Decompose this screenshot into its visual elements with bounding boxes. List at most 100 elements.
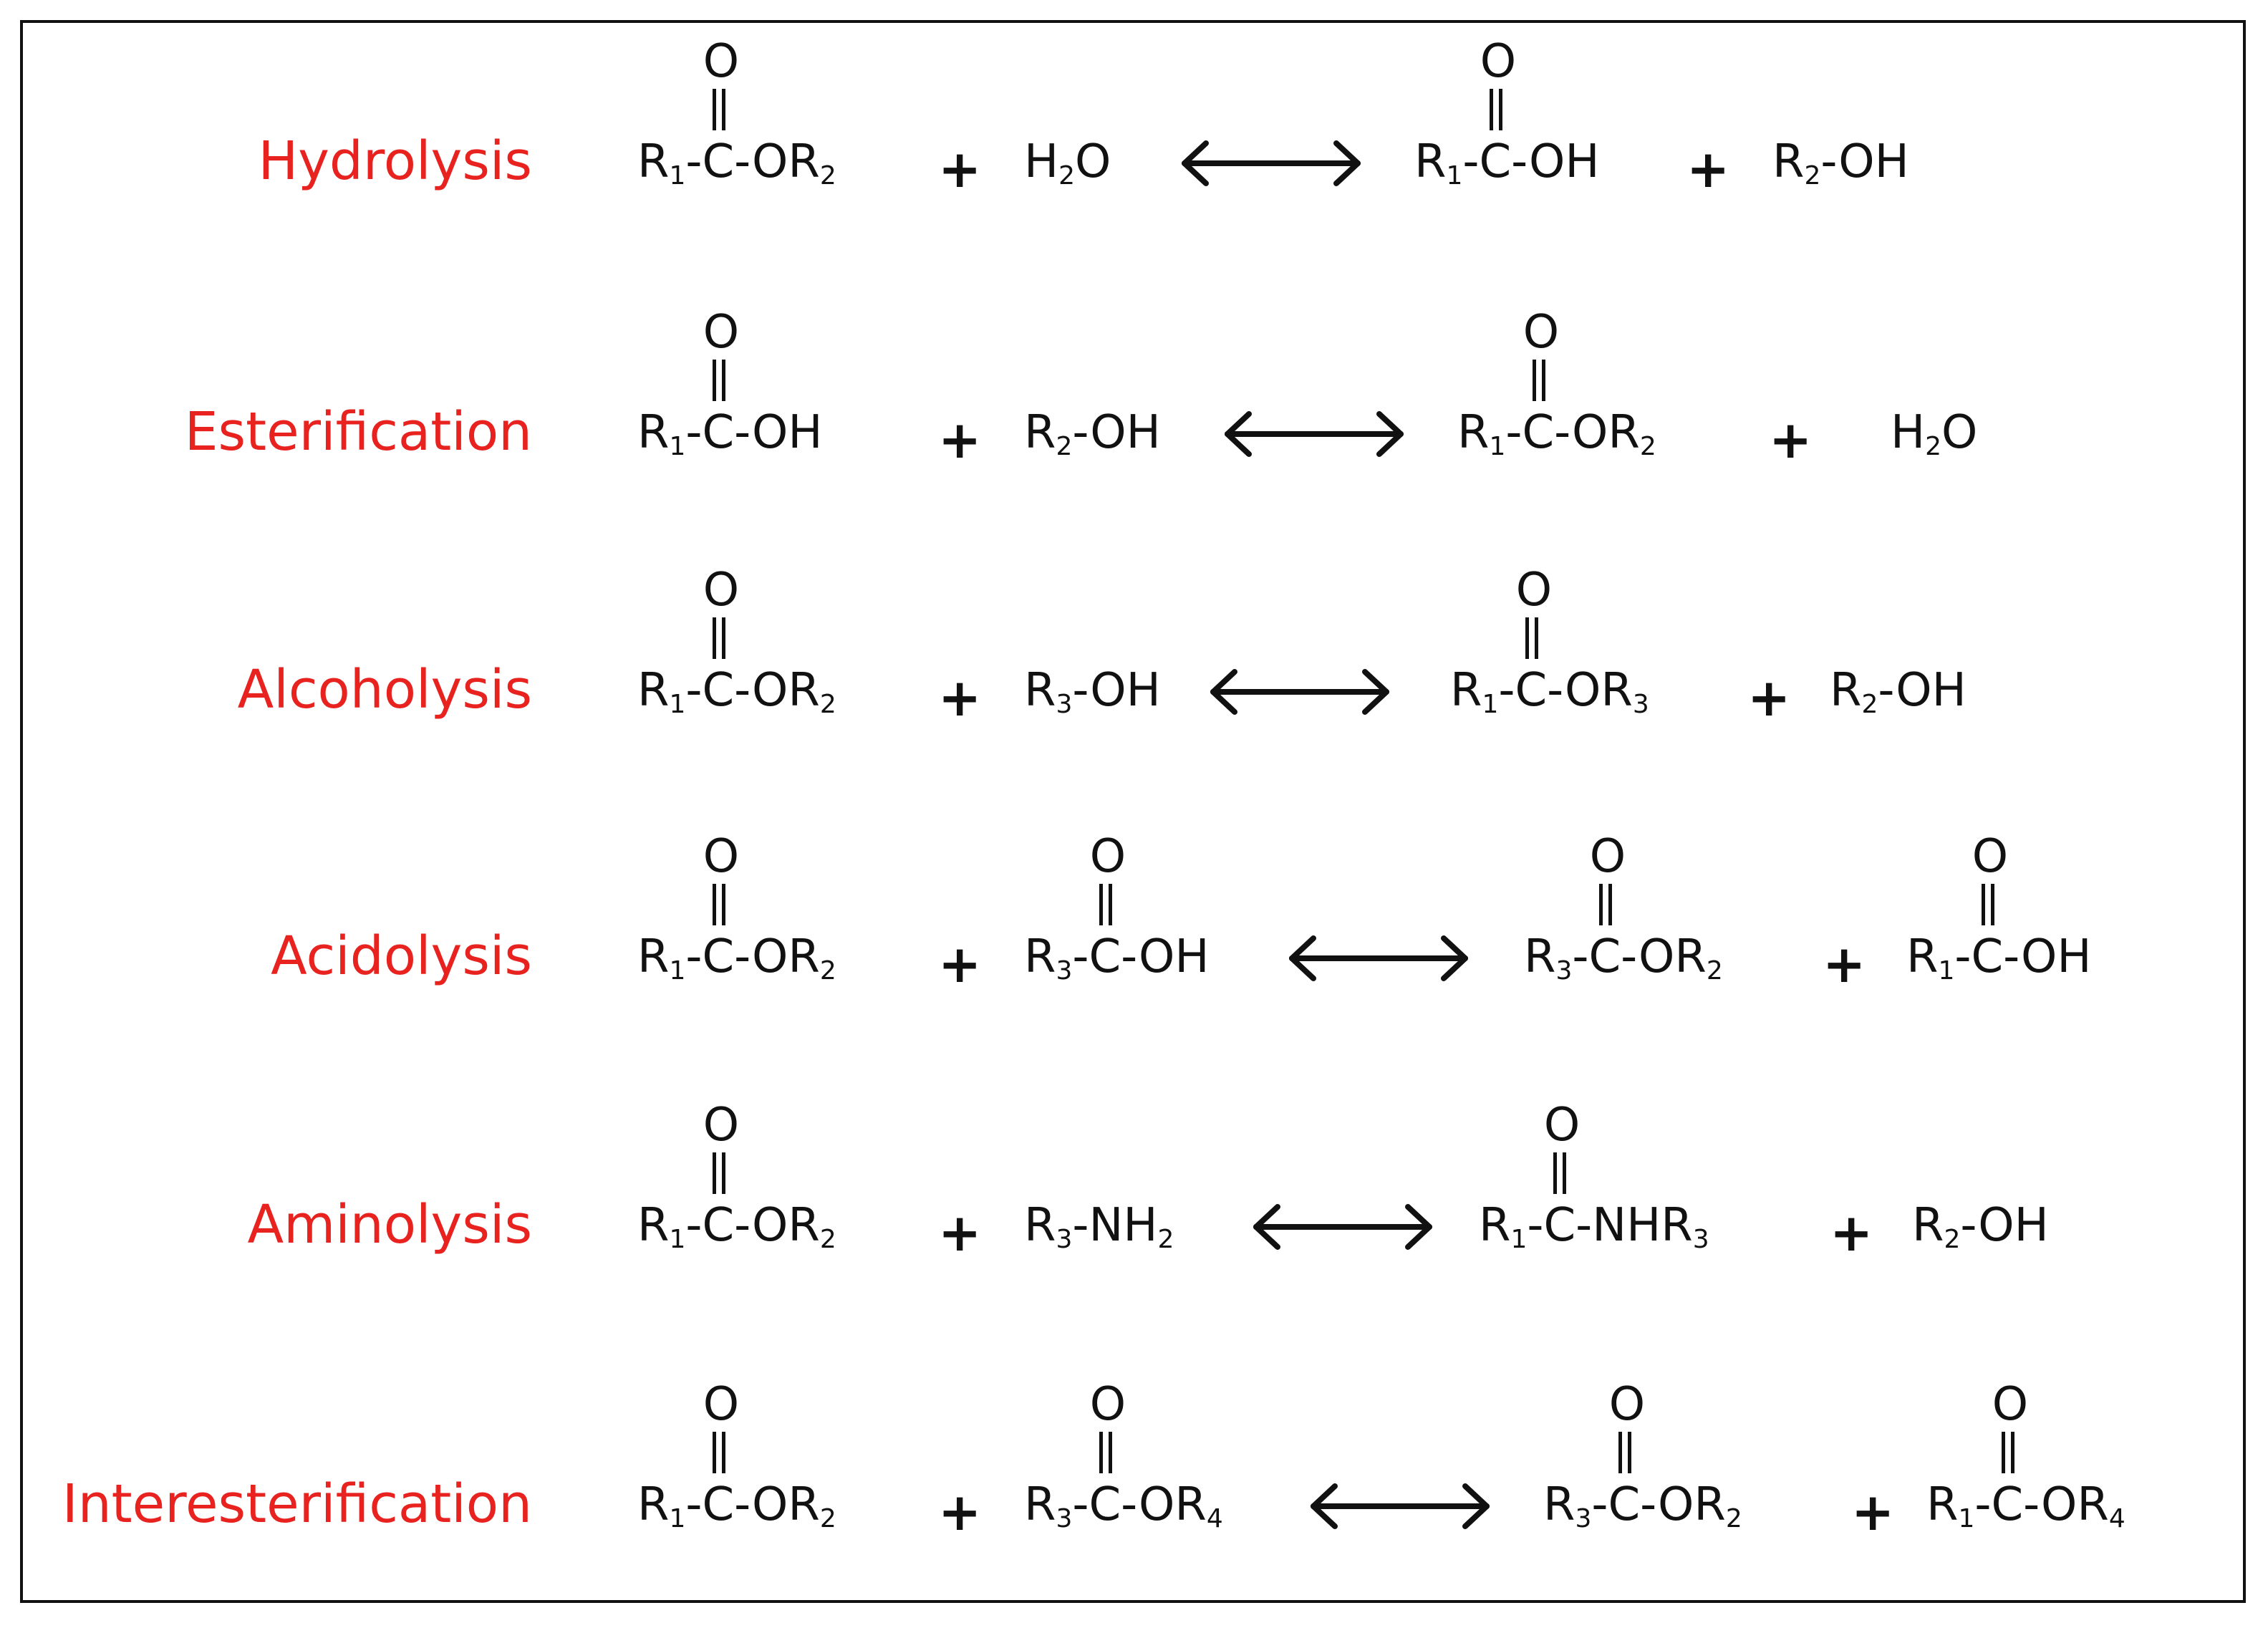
double-bond-line xyxy=(721,1432,725,1473)
plus-sign: + xyxy=(938,1482,982,1542)
double-bond-line xyxy=(1553,1152,1557,1194)
formula-left: R xyxy=(1450,664,1482,717)
double-bond-line xyxy=(1562,1152,1566,1194)
formula-left-subscript: 3 xyxy=(1575,1504,1592,1533)
reaction-name-alcoholysis: Alcoholysis xyxy=(237,659,532,721)
formula-right-subscript: 2 xyxy=(819,1504,836,1533)
carbonyl-oxygen: O xyxy=(1515,564,1553,617)
formula-left: R xyxy=(637,1478,670,1531)
formula-right-subscript: 2 xyxy=(819,1225,836,1254)
carbonyl-oxygen: O xyxy=(1608,1378,1646,1431)
plus-sign: + xyxy=(938,410,982,470)
formula-left: H xyxy=(1891,406,1926,459)
carbonyl-carbon: -C- xyxy=(685,406,753,459)
simple-compound: H2O xyxy=(1891,410,1977,460)
formula-text: R1-C-OR2 xyxy=(637,135,836,191)
formula-left-subscript: 3 xyxy=(1056,690,1073,719)
double-bond-line xyxy=(712,1432,716,1473)
formula-left: R xyxy=(637,930,670,983)
double-bond-line xyxy=(721,360,725,401)
double-bond-line xyxy=(1981,884,1985,925)
formula-left: R xyxy=(1524,930,1556,983)
plus-sign: + xyxy=(938,668,982,728)
formula-text: H2O xyxy=(1891,406,1977,460)
carbonyl-carbon: -C- xyxy=(1572,930,1639,983)
simple-compound: R3-OH xyxy=(1024,668,1161,718)
double-bond-line xyxy=(1108,884,1112,925)
carbonyl-carbon: -C- xyxy=(1954,930,2022,983)
plus-sign: + xyxy=(1823,934,1866,994)
formula-left: R xyxy=(1543,1478,1575,1531)
reaction-name-aminolysis: Aminolysis xyxy=(247,1194,532,1256)
formula-left-subscript: 1 xyxy=(669,1225,686,1254)
formula-right-subscript: 4 xyxy=(2108,1504,2125,1533)
formula-right-subscript: 3 xyxy=(1692,1225,1709,1254)
formula-right-subscript: 2 xyxy=(1725,1504,1742,1533)
formula-right: OR xyxy=(1639,930,1707,983)
carbonyl-carbon: -C- xyxy=(685,1478,753,1531)
formula-right-subscript: 2 xyxy=(819,161,836,191)
plus-sign: + xyxy=(938,1203,982,1263)
formula-text: R1-C-OR2 xyxy=(637,930,836,986)
formula-text: R2-OH xyxy=(1830,664,1967,719)
formula-right: -OH xyxy=(1072,664,1161,717)
formula-left-subscript: 1 xyxy=(669,956,686,986)
carbonyl-oxygen: O xyxy=(1523,306,1560,359)
formula-left-subscript: 1 xyxy=(669,161,686,191)
carbonyl-carbon: -C- xyxy=(1072,1478,1139,1531)
formula-right: -OH xyxy=(1072,406,1161,459)
formula-left-subscript: 1 xyxy=(1446,161,1463,191)
formula-text: R1-C-OR3 xyxy=(1450,664,1649,718)
double-bond-line xyxy=(1598,884,1603,925)
carbonyl-oxygen: O xyxy=(703,1099,740,1152)
double-bond-line xyxy=(712,1152,716,1194)
plus-sign: + xyxy=(1830,1203,1873,1263)
plus-sign: + xyxy=(1769,410,1813,470)
equilibrium-arrow-icon xyxy=(1253,1204,1432,1250)
carbonyl-oxygen: O xyxy=(1480,35,1517,88)
formula-right: -NH xyxy=(1072,1199,1158,1252)
formula-right: OR xyxy=(752,930,820,983)
double-bond-line xyxy=(1541,360,1545,401)
carbonyl-compound: R1-C-OR2 O xyxy=(1457,309,1656,460)
carbonyl-carbon: -C- xyxy=(1462,135,1530,188)
carbonyl-carbon: -C- xyxy=(1527,1199,1593,1252)
double-bond-line xyxy=(1099,884,1103,925)
double-bond-line xyxy=(1532,360,1536,401)
double-bond-line xyxy=(2001,1432,2005,1473)
formula-left-subscript: 1 xyxy=(1510,1225,1528,1254)
formula-left: R xyxy=(1414,135,1447,188)
formula-right: OR xyxy=(1572,406,1640,459)
formula-right: OR xyxy=(1139,1478,1207,1531)
formula-left: R xyxy=(1024,930,1056,983)
simple-compound: R3-NH2 xyxy=(1024,1203,1174,1253)
formula-left-subscript: 3 xyxy=(1056,1225,1073,1254)
formula-text: R1-C-OR2 xyxy=(637,1199,836,1254)
carbonyl-carbon: -C- xyxy=(1072,930,1139,983)
formula-left-subscript: 2 xyxy=(1944,1225,1961,1254)
formula-left: R xyxy=(1906,930,1939,983)
formula-text: R1-C-OR4 xyxy=(1926,1478,2125,1533)
formula-left-subscript: 1 xyxy=(669,432,686,461)
formula-right: OH xyxy=(1139,930,1210,983)
carbonyl-carbon: -C- xyxy=(685,930,753,983)
formula-left-subscript: 2 xyxy=(1861,690,1878,719)
reaction-name-interesterification: Interesterification xyxy=(62,1473,532,1535)
formula-text: R1-C-OR2 xyxy=(1457,406,1656,460)
formula-left: R xyxy=(637,406,670,459)
formula-right-subscript: 4 xyxy=(1206,1504,1223,1533)
equilibrium-arrow-icon xyxy=(1210,669,1389,715)
formula-right: OR xyxy=(2041,1478,2109,1531)
simple-compound: R2-OH xyxy=(1912,1203,2049,1253)
formula-left: R xyxy=(637,1199,670,1252)
formula-left: R xyxy=(1772,135,1805,188)
plus-sign: + xyxy=(1747,668,1791,728)
formula-right: O xyxy=(1075,135,1111,188)
double-bond-line xyxy=(721,1152,725,1194)
